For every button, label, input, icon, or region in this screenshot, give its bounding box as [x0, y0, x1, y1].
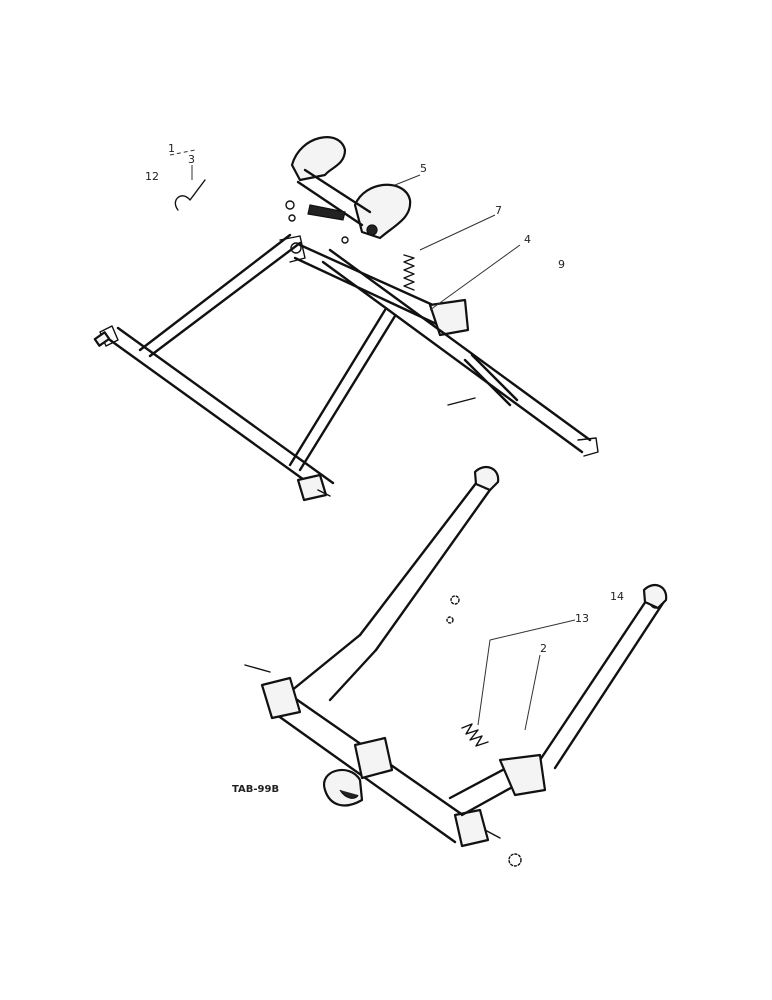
callout-2: 2: [540, 642, 547, 655]
leader-lines: [169, 149, 576, 731]
callout-14: 14: [610, 590, 624, 603]
lower-assembly: [244, 465, 668, 867]
callout-3: 3: [188, 153, 195, 166]
callout-1: 1: [168, 142, 175, 155]
lift-arm-left: [358, 465, 500, 652]
callout-labels: 1 12 3 5 7 4 9 14 13 2 TAB-99B: [145, 142, 624, 795]
callout-13: 13: [575, 612, 589, 625]
right-arm-lower-link: [448, 753, 547, 817]
front-cross-tube: [93, 325, 335, 502]
short-rod: [463, 353, 519, 407]
upper-assembly: [93, 136, 599, 502]
spring-upper: [403, 254, 415, 291]
callout-5: 5: [420, 162, 427, 175]
spring-lower: [461, 723, 489, 747]
small-hardware-upper: [285, 200, 349, 254]
clevis-hook-assembly: [290, 136, 412, 240]
a-frame-top-bar: [293, 243, 470, 337]
callout-12: 12: [145, 170, 159, 183]
small-hardware-lower: [446, 595, 522, 867]
center-hook: [322, 736, 394, 807]
rock-shaft: [321, 248, 599, 457]
callout-9: 9: [558, 258, 565, 271]
callout-4: 4: [524, 233, 531, 246]
figure-id: TAB-99B: [232, 784, 279, 795]
a-frame-right-leg: [288, 308, 397, 472]
rod-lower-end: [447, 397, 476, 406]
lift-arm-right: [538, 583, 668, 770]
callout-7: 7: [495, 204, 502, 217]
pin-part-3: [174, 179, 206, 211]
a-frame-left-leg: [138, 233, 306, 358]
